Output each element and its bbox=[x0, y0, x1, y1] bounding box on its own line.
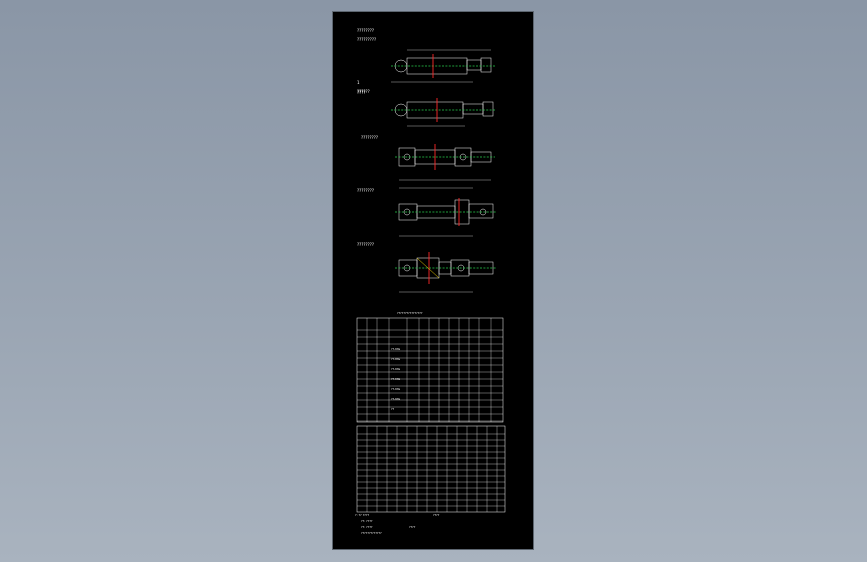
table-1-row-label: ??-MG bbox=[391, 377, 401, 381]
view-4-label: ???????? bbox=[357, 188, 374, 193]
note-3: ??: ???? bbox=[361, 525, 373, 529]
table-1-grid bbox=[357, 318, 503, 422]
view-1-label: 1 bbox=[357, 80, 360, 85]
table-1-title: ???????????????? bbox=[397, 311, 423, 315]
notes-block: ?: ?? ???? ??: ???? ??: ???? ???????????… bbox=[355, 513, 440, 535]
drawing-sheet: ???????? ????????? 1 ?????? ???? bbox=[333, 12, 533, 549]
view-2-label: ???? bbox=[357, 90, 366, 95]
note-right-1: ???? bbox=[433, 513, 440, 517]
cylinder-view-1: 1 ?????? bbox=[357, 49, 495, 94]
table-1-frame bbox=[356, 317, 504, 423]
table-1-row-label: ?? bbox=[391, 407, 395, 411]
sheet-note-1: ???????? bbox=[357, 28, 374, 33]
table-1-row-label: ??-MG bbox=[391, 347, 401, 351]
cylinder-view-3: ???????? bbox=[361, 135, 495, 189]
cylinder-view-4: ???????? bbox=[357, 188, 497, 237]
cylinder-view-2: ???? bbox=[357, 90, 495, 127]
view-3-label: ???????? bbox=[361, 135, 378, 140]
dimension-table-1: ???????????????? ??-MG??-MG??-MG??-MG??-… bbox=[356, 311, 504, 423]
note-4: ????????????? bbox=[361, 531, 382, 535]
table-1-row-labels: ??-MG ??-MG ??-MG ??-MG ??-MG ??-MG?? bbox=[391, 347, 401, 411]
note-1: ?: ?? ???? bbox=[355, 513, 369, 517]
view-5-label: ???????? bbox=[357, 242, 374, 247]
rod-end bbox=[468, 261, 494, 275]
note-right-2: ???? bbox=[409, 525, 416, 529]
cylinder-view-5: ???????? bbox=[357, 242, 497, 293]
view-1-sublabel: ?????? bbox=[357, 89, 370, 94]
table-2-grid bbox=[357, 426, 505, 512]
rod-end bbox=[466, 59, 482, 71]
table-1-row-label: ??-MG bbox=[391, 397, 401, 401]
rod-end bbox=[468, 203, 494, 219]
table-2-frame bbox=[356, 425, 506, 513]
drawing-canvas: ???????? ????????? 1 ?????? ???? bbox=[355, 28, 506, 535]
dimension-table-2 bbox=[356, 425, 506, 513]
highlight-mark bbox=[416, 257, 440, 279]
table-1-row-label: ??-MG bbox=[391, 387, 401, 391]
clevis bbox=[482, 101, 494, 117]
rod-end bbox=[462, 103, 484, 115]
note-2: ??: ???? bbox=[361, 519, 373, 523]
table-1-row-label: ??-MG bbox=[391, 357, 401, 361]
clevis bbox=[480, 57, 492, 73]
end-block bbox=[398, 203, 418, 221]
sheet-note-2: ????????? bbox=[357, 37, 376, 42]
table-1-row-label: ??-MG bbox=[391, 367, 401, 371]
end-block bbox=[398, 259, 418, 277]
